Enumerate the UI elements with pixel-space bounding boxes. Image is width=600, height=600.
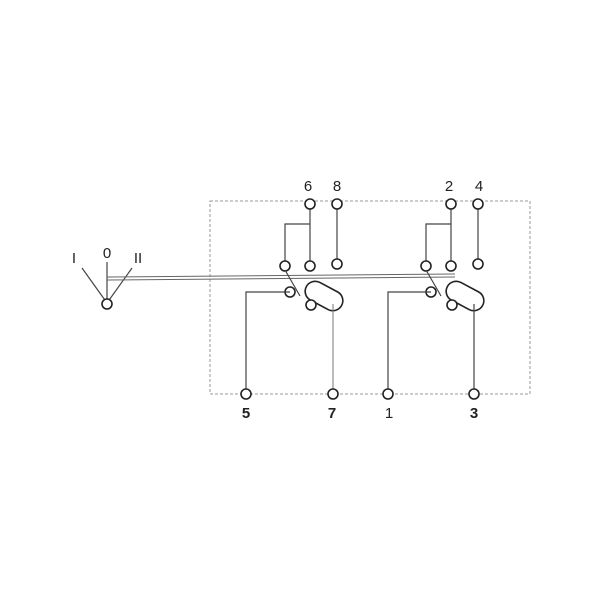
position-label-ii: II — [134, 250, 142, 267]
terminal-label-5: 5 — [242, 405, 250, 422]
terminal-1 — [382, 388, 394, 400]
contact-right-c — [472, 258, 484, 270]
terminal-3 — [468, 388, 480, 400]
switch-section-left — [245, 204, 344, 391]
contact-left-e — [305, 299, 317, 311]
position-label-i: I — [72, 250, 76, 267]
rocker-left — [304, 280, 344, 312]
contact-right-a — [420, 260, 432, 272]
contact-right-e — [446, 299, 458, 311]
contact-left-a — [279, 260, 291, 272]
terminal-label-3: 3 — [470, 405, 478, 422]
terminal-label-8: 8 — [333, 178, 341, 195]
switch-section-right — [387, 204, 485, 391]
terminal-label-1: 1 — [385, 405, 393, 422]
rocker-right — [445, 280, 485, 312]
terminal-7 — [327, 388, 339, 400]
terminal-4 — [472, 198, 484, 210]
contact-left-b — [304, 260, 316, 272]
actuator-lever — [81, 262, 456, 310]
terminal-2 — [445, 198, 457, 210]
terminal-8 — [331, 198, 343, 210]
terminal-label-6: 6 — [304, 178, 312, 195]
terminal-label-7: 7 — [328, 405, 336, 422]
switch-housing-frame — [209, 200, 531, 395]
contact-left-c — [331, 258, 343, 270]
contact-right-b — [445, 260, 457, 272]
terminal-5 — [240, 388, 252, 400]
position-label-0: 0 — [103, 245, 111, 262]
terminal-6 — [304, 198, 316, 210]
lever-pivot — [101, 298, 113, 310]
terminal-label-2: 2 — [445, 178, 453, 195]
terminal-label-4: 4 — [475, 178, 483, 195]
